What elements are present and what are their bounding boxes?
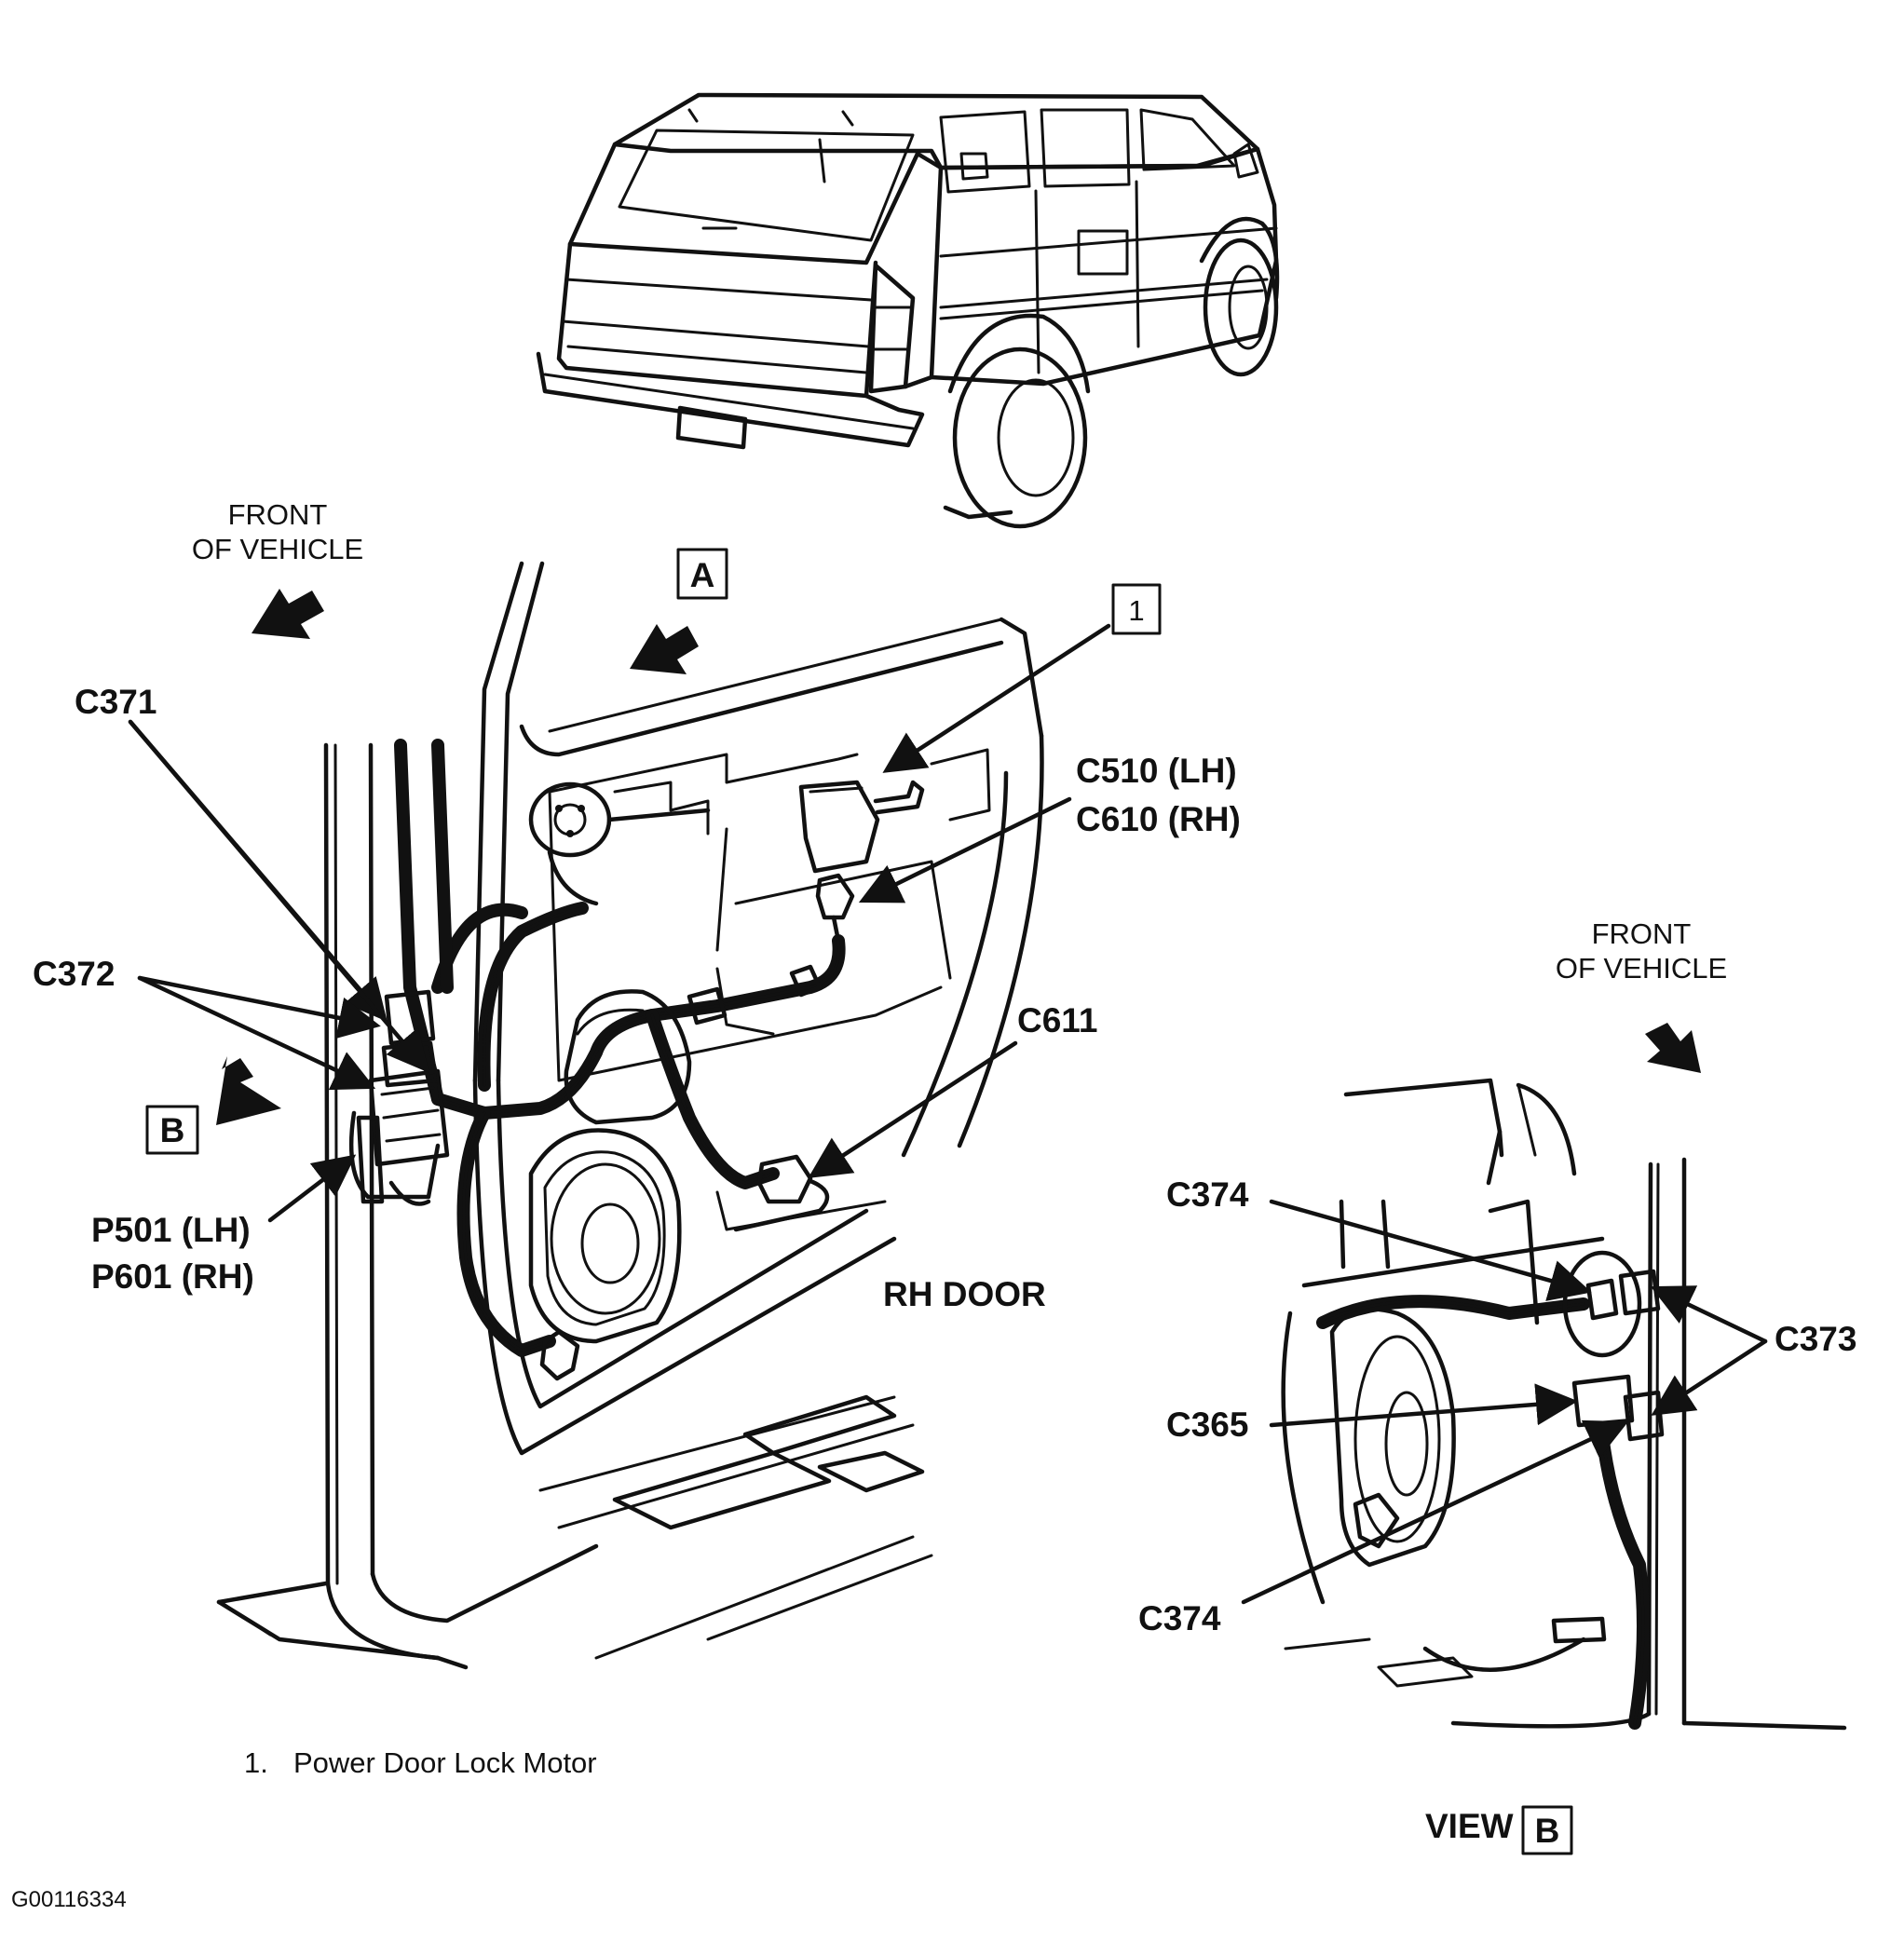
svg-text:OF VEHICLE: OF VEHICLE: [192, 533, 363, 565]
svg-text:FRONT: FRONT: [228, 498, 328, 531]
leader-lines: [128, 623, 1768, 1605]
fuel-door: [1077, 229, 1129, 276]
svg-text:B: B: [1535, 1812, 1560, 1850]
front-of-vehicle-arrow-right: [1645, 1023, 1701, 1073]
power-door-lock-motor: [798, 780, 925, 874]
legend: 1. Power Door Lock Motor: [244, 1746, 597, 1779]
label-c510: C510 (LH): [1076, 752, 1237, 790]
label-c611: C611: [1017, 1001, 1097, 1039]
window-regulator: [528, 781, 711, 906]
label-rh-door: RH DOOR: [883, 1275, 1046, 1313]
label-p601: P601 (RH): [91, 1257, 254, 1296]
door-speaker: [528, 1128, 682, 1344]
svg-text:FRONT: FRONT: [1592, 917, 1692, 950]
pillar-connector-block: [348, 739, 454, 1206]
rh-door-illustration: [216, 561, 1044, 1670]
label-c365: C365: [1166, 1406, 1248, 1444]
svg-text:VIEW: VIEW: [1425, 1807, 1514, 1845]
connector-c611: [715, 1154, 887, 1232]
label-p501: P501 (LH): [91, 1211, 251, 1249]
front-of-vehicle-label-right: FRONT OF VEHICLE: [1556, 917, 1727, 985]
label-c371: C371: [75, 683, 156, 721]
front-of-vehicle-arrow-left: [252, 589, 324, 639]
svg-text:A: A: [690, 556, 715, 594]
view-a-arrow: [630, 624, 699, 674]
callout-1-marker: 1: [1111, 583, 1162, 635]
legend-text: Power Door Lock Motor: [293, 1746, 597, 1779]
vehicle-illustration: [536, 92, 1280, 529]
label-c372: C372: [33, 955, 115, 993]
label-c610: C610 (RH): [1076, 800, 1241, 838]
svg-text:OF VEHICLE: OF VEHICLE: [1556, 952, 1727, 985]
view-b-arrow: [216, 1056, 281, 1125]
svg-text:B: B: [160, 1111, 185, 1149]
legend-number: 1.: [244, 1746, 268, 1779]
svg-text:1: 1: [1128, 594, 1144, 627]
figure-id: G00116334: [11, 1887, 127, 1912]
label-c374-bottom: C374: [1138, 1599, 1221, 1637]
label-c374-top: C374: [1166, 1175, 1249, 1214]
label-c373: C373: [1775, 1320, 1856, 1358]
view-b-illustration: [1281, 1078, 1847, 1731]
view-b-marker: B: [145, 1105, 199, 1155]
view-b-caption: VIEW B: [1425, 1805, 1573, 1855]
front-of-vehicle-label-left: FRONT OF VEHICLE: [192, 498, 363, 565]
view-a-marker: A: [676, 548, 728, 600]
